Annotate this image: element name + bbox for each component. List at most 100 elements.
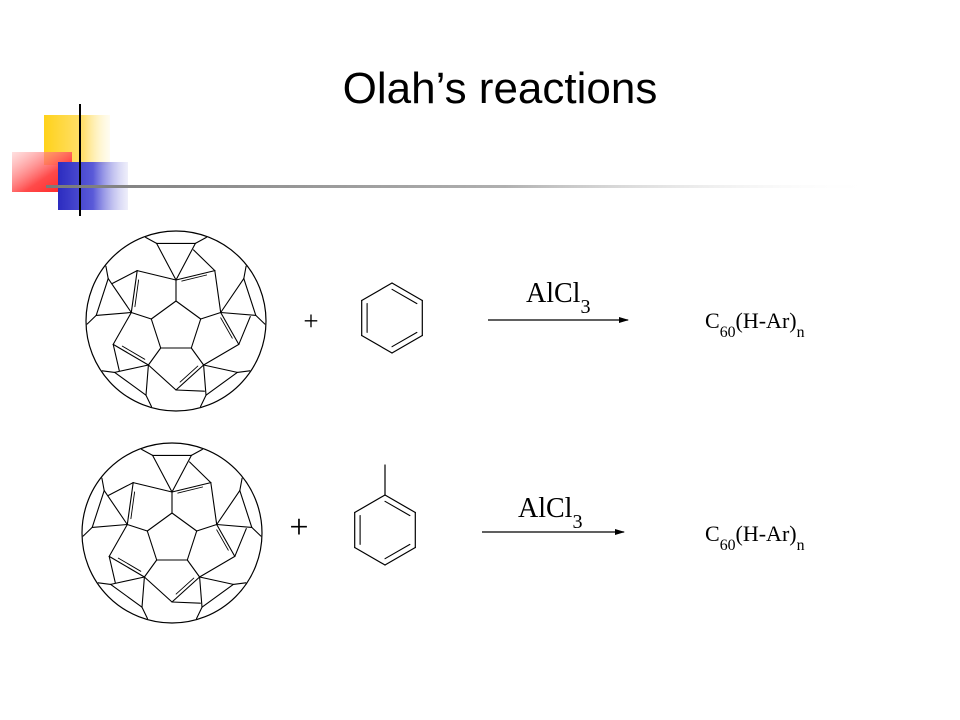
product-formula: C60(H-Ar)n — [705, 521, 805, 554]
catalyst-label: AlCl3 — [526, 278, 591, 318]
c60-bond — [146, 530, 158, 561]
c60-bond — [234, 528, 247, 557]
c60-bond — [190, 318, 202, 349]
c60-bond — [171, 454, 192, 493]
plus-sign: + — [303, 306, 318, 336]
slide-logo — [12, 104, 128, 216]
c60-bond — [152, 454, 173, 493]
title-rule — [46, 185, 880, 188]
c60-bond — [192, 249, 216, 272]
c60-double-bond — [181, 274, 208, 282]
c60-bond — [199, 394, 207, 408]
c60-bond — [82, 526, 93, 537]
c60-bond — [199, 555, 236, 578]
c60-bond — [107, 278, 132, 314]
c60-bond — [126, 482, 134, 526]
c60-bond — [216, 523, 236, 557]
c60-bond — [141, 576, 145, 608]
c60-bond — [105, 265, 109, 280]
c60-double-bond — [130, 491, 136, 520]
c60-bond — [171, 601, 201, 604]
c60-bond — [199, 576, 203, 608]
c60-bond — [194, 236, 207, 244]
c60-bond — [220, 311, 257, 316]
c60-bond — [143, 576, 173, 603]
c60-bond — [210, 482, 218, 526]
c60-bond — [132, 482, 173, 493]
fullerene-c60-structure — [81, 442, 263, 624]
c60-bond — [97, 582, 112, 585]
c60-bond — [145, 236, 158, 244]
c60-bond — [112, 311, 132, 345]
fullerene-outline — [81, 442, 263, 624]
c60-double-bond — [117, 557, 142, 572]
c60-bond — [141, 448, 154, 456]
c60-bond — [95, 278, 109, 316]
c60-bond — [171, 482, 212, 493]
c60-bond — [216, 523, 253, 528]
c60-bond — [147, 347, 162, 366]
ring-bond — [354, 546, 386, 566]
c60-bond — [214, 270, 222, 314]
c60-bond — [108, 523, 128, 557]
ring-bond — [354, 494, 386, 514]
ring-bond — [384, 494, 416, 514]
c60-bond — [112, 343, 120, 372]
c60-bond — [130, 311, 152, 320]
c60-double-bond — [177, 486, 204, 494]
c60-bond — [190, 448, 203, 456]
c60-bond — [236, 370, 251, 373]
c60-bond — [196, 523, 218, 532]
c60-bond — [150, 300, 177, 320]
c60-bond — [145, 364, 149, 396]
c60-bond — [220, 278, 245, 314]
c60-double-bond — [121, 345, 146, 360]
c60-bond — [243, 278, 257, 316]
c60-bond — [86, 314, 97, 325]
c60-bond — [147, 364, 177, 391]
c60-bond — [188, 461, 212, 484]
c60-bond — [156, 242, 177, 281]
c60-bond — [114, 364, 149, 373]
product-formula: C60(H-Ar)n — [705, 308, 805, 341]
c60-double-bond — [175, 577, 195, 595]
c60-bond — [255, 314, 266, 325]
c60-bond — [203, 364, 207, 396]
c60-bond — [175, 364, 205, 391]
ring-double-bond — [384, 500, 411, 517]
ring-bond — [391, 282, 423, 302]
c60-bond — [239, 477, 243, 492]
c60-bond — [175, 242, 196, 281]
c60-bond — [91, 523, 128, 528]
c60-bond — [171, 576, 201, 603]
c60-bond — [130, 270, 138, 314]
c60-bond — [175, 270, 216, 281]
c60-bond — [175, 389, 205, 392]
c60-double-bond — [179, 365, 199, 383]
c60-double-bond — [134, 279, 140, 308]
c60-bond — [111, 270, 138, 284]
c60-bond — [190, 347, 205, 366]
c60-bond — [186, 559, 201, 578]
c60-bond — [107, 482, 134, 496]
c60-bond — [114, 371, 147, 396]
c60-bond — [205, 371, 238, 396]
c60-bond — [199, 576, 234, 585]
c60-bond — [101, 477, 105, 492]
ring-bond — [391, 334, 423, 354]
ring-bond — [384, 546, 416, 566]
plus-sign: + — [289, 509, 308, 546]
c60-bond — [186, 530, 198, 561]
ring-bond — [361, 282, 393, 302]
c60-bond — [243, 265, 247, 280]
slide-title: Olah’s reactions — [342, 64, 658, 113]
ring-double-bond — [391, 331, 418, 348]
c60-bond — [95, 311, 132, 316]
ring-double-bond — [391, 288, 418, 305]
c60-bond — [203, 364, 238, 373]
ring-double-bond — [384, 543, 411, 560]
c60-bond — [150, 318, 162, 349]
